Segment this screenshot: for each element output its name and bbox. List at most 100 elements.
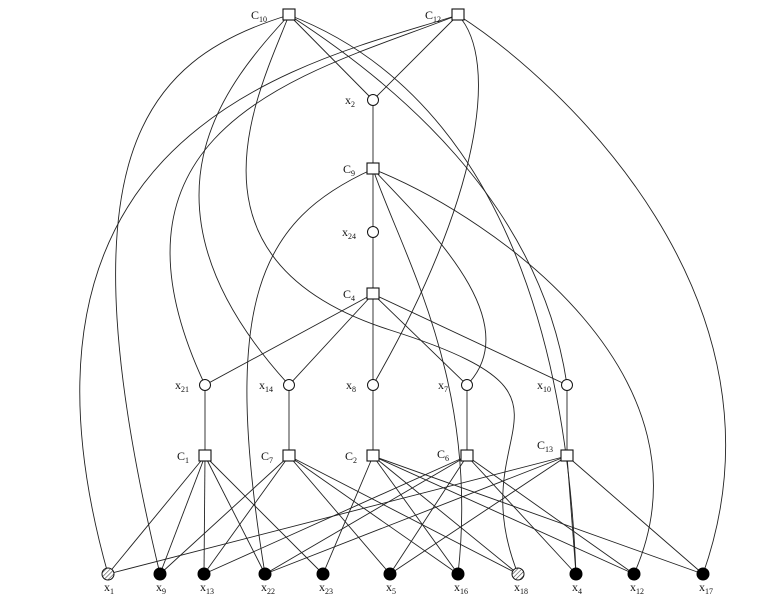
- edge-C2-x12: [372, 455, 635, 575]
- variable-node-x12: [627, 567, 641, 581]
- edge-C7-x16: [288, 455, 459, 575]
- factor-node-C10: [282, 8, 296, 21]
- factor-node-C7: [282, 449, 296, 462]
- edge-C10-x10: [288, 14, 568, 386]
- edge-C12-x1: [79, 14, 459, 575]
- factor-label-C9: C9: [343, 162, 355, 178]
- edge-C10-x18: [245, 14, 519, 575]
- variable-label-x10: x10: [537, 378, 551, 394]
- variable-node-x8: [367, 379, 379, 391]
- edge-C13-x1: [107, 455, 568, 575]
- edge-C9-x22: [246, 168, 374, 575]
- edge-C6-x12: [466, 455, 635, 575]
- factor-node-C6: [460, 449, 474, 462]
- factor-node-C13: [560, 449, 574, 462]
- edge-C2-x17: [372, 455, 704, 575]
- variable-label-x1: x1: [104, 580, 114, 596]
- edge-C1-x23: [204, 455, 324, 575]
- edge-layer: [79, 14, 726, 575]
- variable-node-x18: [511, 567, 525, 581]
- variable-label-x4: x4: [572, 580, 582, 596]
- factor-label-C12: C12: [425, 8, 441, 24]
- variable-label-x9: x9: [156, 580, 166, 596]
- edge-C13-x22: [264, 455, 568, 575]
- edge-C12-x17: [457, 14, 726, 575]
- edge-C12-x21: [169, 14, 459, 386]
- edge-C1-x13: [203, 455, 206, 575]
- variable-node-x9: [153, 567, 167, 581]
- node-layer: [101, 8, 710, 581]
- variable-label-x21: x21: [175, 378, 189, 394]
- edge-C6-x5: [389, 455, 468, 575]
- factor-node-C9: [366, 162, 380, 175]
- edge-C10-x14: [198, 14, 290, 386]
- variable-node-x21: [199, 379, 211, 391]
- edge-C10-x2: [288, 14, 374, 101]
- edge-C2-x18: [372, 455, 519, 575]
- variable-label-x7: x7: [438, 378, 448, 394]
- factor-node-C12: [451, 8, 465, 21]
- variable-label-x2: x2: [345, 93, 355, 109]
- edge-C9-x16: [372, 168, 463, 575]
- variable-label-x14: x14: [259, 378, 273, 394]
- variable-node-x10: [561, 379, 573, 391]
- factor-node-C4: [366, 287, 380, 300]
- edge-C9-x12: [372, 168, 654, 575]
- variable-node-x7: [461, 379, 473, 391]
- variable-label-x17: x17: [699, 580, 713, 596]
- edge-C4-x14: [288, 293, 374, 386]
- variable-node-x14: [283, 379, 295, 391]
- factor-label-C13: C13: [537, 438, 553, 454]
- edge-C6-x22: [264, 455, 468, 575]
- variable-node-x5: [383, 567, 397, 581]
- edge-C10-x9: [115, 14, 290, 575]
- edge-C6-x13: [203, 455, 468, 575]
- variable-label-x5: x5: [386, 580, 396, 596]
- edge-C1-x22: [204, 455, 266, 575]
- edge-C4-x7: [372, 293, 468, 386]
- factor-label-C10: C10: [251, 8, 267, 24]
- variable-label-x23: x23: [319, 580, 333, 596]
- edge-C10-x4: [288, 14, 577, 575]
- edge-C13-x4: [566, 455, 577, 575]
- edge-C1-x9: [159, 455, 206, 575]
- variable-label-x8: x8: [346, 378, 356, 394]
- variable-node-x16: [451, 567, 465, 581]
- variable-node-x1: [101, 567, 115, 581]
- edge-C9-x7: [372, 168, 487, 386]
- variable-label-x12: x12: [630, 580, 644, 596]
- edge-C7-x5: [288, 455, 391, 575]
- edge-C7-x13: [203, 455, 290, 575]
- variable-label-x13: x13: [200, 580, 214, 596]
- edge-C13-x5: [389, 455, 568, 575]
- variable-label-x16: x16: [454, 580, 468, 596]
- variable-node-x4: [569, 567, 583, 581]
- edge-C12-x2: [372, 14, 459, 101]
- factor-label-C1: C1: [177, 449, 189, 465]
- edge-C7-x18: [288, 455, 519, 575]
- edge-C4-x10: [372, 293, 568, 386]
- factor-label-C2: C2: [345, 449, 357, 465]
- variable-node-x24: [367, 226, 379, 238]
- factor-node-C1: [198, 449, 212, 462]
- variable-label-x22: x22: [261, 580, 275, 596]
- variable-label-x24: x24: [342, 225, 356, 241]
- variable-node-x22: [258, 567, 272, 581]
- edge-C1-x1: [107, 455, 206, 575]
- edge-C7-x9: [159, 455, 290, 575]
- factor-label-C7: C7: [261, 449, 273, 465]
- factor-label-C4: C4: [343, 287, 355, 303]
- variable-node-x2: [367, 94, 379, 106]
- factor-node-C2: [366, 449, 380, 462]
- edge-C2-x23: [322, 455, 374, 575]
- variable-label-x18: x18: [514, 580, 528, 596]
- variable-node-x17: [696, 567, 710, 581]
- edge-C12-x8: [372, 14, 479, 386]
- edge-C4-x21: [204, 293, 374, 386]
- factor-label-C6: C6: [437, 447, 449, 463]
- edge-C13-x17: [566, 455, 704, 575]
- variable-node-x23: [316, 567, 330, 581]
